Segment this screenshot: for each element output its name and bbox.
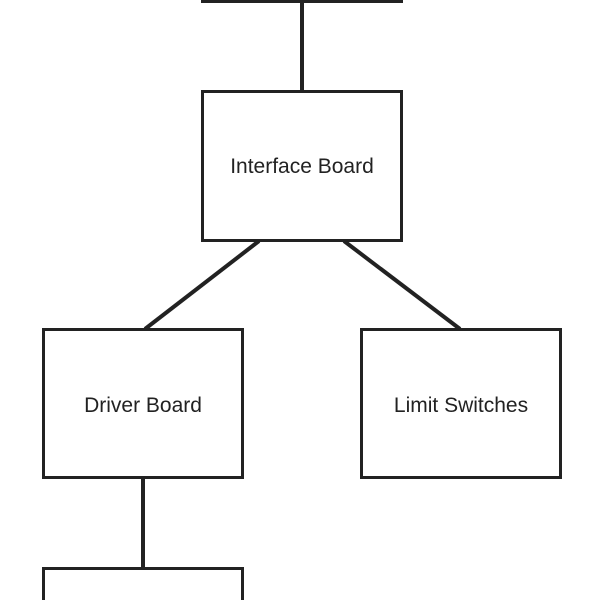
node-bottom <box>42 567 244 600</box>
edge-interface-board-to-driver-board <box>143 239 261 331</box>
node-limit-switches: Limit Switches <box>360 328 562 479</box>
node-driver-board-label: Driver Board <box>84 394 202 417</box>
node-driver-board-box <box>42 328 244 479</box>
node-limit-switches-box <box>360 328 562 479</box>
node-limit-switches-label: Limit Switches <box>394 394 528 417</box>
node-interface-board-label: Interface Board <box>230 155 374 178</box>
edge-interface-board-to-limit-switches <box>342 239 462 331</box>
node-driver-board: Driver Board <box>42 328 244 479</box>
node-bottom-box <box>42 567 244 600</box>
node-interface-board: Interface Board <box>201 90 403 242</box>
node-interface-board-box <box>201 90 403 242</box>
